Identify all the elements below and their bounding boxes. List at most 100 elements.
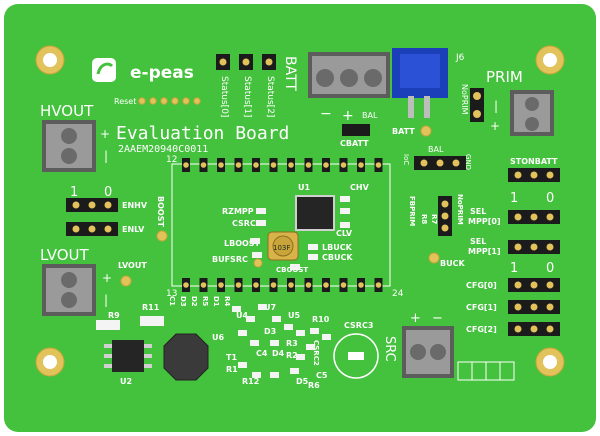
vertical-label: C1	[168, 296, 176, 306]
smd-part	[232, 306, 241, 312]
hvout-terminal[interactable]	[42, 120, 96, 172]
fb-header-pin	[441, 224, 449, 232]
c5-label: C5	[316, 371, 328, 380]
prim-label: PRIM	[486, 68, 523, 86]
smd-part	[340, 222, 350, 228]
smd-part	[256, 208, 266, 214]
cfg2-header[interactable]	[508, 322, 560, 336]
cfg1-header[interactable]	[508, 300, 560, 314]
r8-label: R8	[420, 214, 428, 224]
bufsrc-testpoint[interactable]	[253, 258, 263, 268]
sel-mpp0-header[interactable]	[508, 210, 560, 224]
batt-terminal[interactable]	[308, 52, 390, 98]
u2-label: U2	[120, 377, 132, 386]
inductor-code: 103F	[273, 244, 290, 252]
buck-testpoint[interactable]	[428, 252, 440, 264]
lvout-terminal[interactable]	[42, 264, 96, 316]
cbuck-label: CBUCK	[322, 253, 353, 262]
lvout-testpoint[interactable]	[120, 275, 132, 287]
bal-label: BAL	[362, 111, 378, 120]
socket-top-pin	[270, 162, 277, 168]
stonbatt-label: STONBATT	[510, 157, 558, 166]
cfg2-header-pin	[546, 325, 554, 333]
mounting-hole-br	[535, 347, 565, 377]
enlv-header-pin	[72, 225, 80, 233]
part-number: 2AAEM20940C0011	[118, 144, 208, 155]
socket-bottom-pin	[270, 282, 277, 288]
ioc-label: IoC	[402, 154, 410, 165]
src-terminal[interactable]	[402, 326, 454, 378]
smd-part	[252, 252, 262, 258]
zero-label-a: 0	[546, 191, 554, 206]
reset-pin	[193, 97, 201, 105]
u6-label: U6	[212, 333, 224, 342]
r11-label: R11	[142, 303, 160, 312]
batt-pad-label: BATT	[392, 127, 415, 136]
j6-blue-switch[interactable]	[392, 48, 448, 118]
ic-socket-outline	[171, 163, 391, 287]
enhv-header-pin	[88, 201, 96, 209]
mpp0-header-pin	[530, 213, 538, 221]
socket-top-pin	[218, 162, 224, 168]
enhv-header-pin	[104, 201, 112, 209]
socket-bottom-pin	[340, 282, 347, 288]
smd-part	[340, 196, 350, 202]
socket-bottom-pin	[375, 282, 382, 288]
one-label-b: 1	[510, 261, 518, 276]
r9-label: R9	[108, 311, 120, 320]
hvout-plus: +	[100, 127, 110, 141]
prim-bar: |	[494, 99, 498, 113]
enhv-header[interactable]	[66, 198, 118, 212]
cfg0-label: CFG[0]	[466, 281, 497, 290]
enlv-header[interactable]	[66, 222, 118, 236]
batt-testpoint[interactable]	[420, 125, 432, 137]
mounting-hole-bl	[35, 347, 65, 377]
t1-label: T1	[226, 353, 237, 362]
lboost-label: LBOOST	[224, 239, 261, 248]
rzmpp-label: RZMPP	[222, 207, 254, 216]
smd-part	[322, 334, 331, 340]
socket-top-pin	[253, 162, 259, 168]
stonbatt-header[interactable]	[508, 168, 560, 182]
bal-header-pin	[420, 159, 428, 167]
hvout-bar: |	[104, 149, 108, 163]
sel-mpp1-header[interactable]	[508, 240, 560, 254]
cfg0-header[interactable]	[508, 278, 560, 292]
smd-part	[250, 340, 259, 346]
socket-bottom-pin	[235, 282, 242, 288]
vertical-label: D3	[179, 296, 187, 307]
batt-plus: +	[342, 108, 354, 124]
batt-minus: −	[320, 106, 332, 122]
lvout-tp-label: LVOUT	[118, 261, 147, 270]
mpp1-header-pin	[530, 243, 538, 251]
boost-testpoint[interactable]	[156, 230, 168, 242]
csrc3-label: CSRC3	[344, 321, 373, 330]
socket-top-pin	[358, 162, 364, 168]
smd-part	[290, 368, 299, 374]
clv-label: CLV	[336, 229, 353, 238]
fbprim-header[interactable]	[438, 196, 452, 236]
prim-terminal[interactable]	[510, 90, 554, 136]
d3-label: D3	[264, 327, 276, 336]
u1-label: U1	[298, 183, 310, 192]
bal-header[interactable]	[414, 156, 466, 170]
prim-plus: +	[490, 119, 500, 133]
socket-bottom-pin	[183, 282, 189, 288]
smd-part	[238, 362, 247, 368]
reset-pin	[171, 97, 179, 105]
pin12-label: 12	[166, 155, 177, 165]
cfg2-label: CFG[2]	[466, 325, 497, 334]
bufsrc-label: BUFSRC	[212, 255, 248, 264]
noprim-jumper[interactable]	[470, 88, 484, 122]
r3-label: R3	[286, 339, 298, 348]
socket-bottom-pin	[200, 282, 207, 288]
hvout-label: HVOUT	[40, 102, 94, 120]
status-pin-0	[219, 58, 227, 66]
lvout-plus: +	[102, 271, 112, 285]
smd-part	[270, 340, 279, 346]
enhv-label: ENHV	[122, 201, 148, 210]
logo-brand: e-peas	[130, 63, 194, 83]
buck-label: BUCK	[440, 259, 465, 268]
